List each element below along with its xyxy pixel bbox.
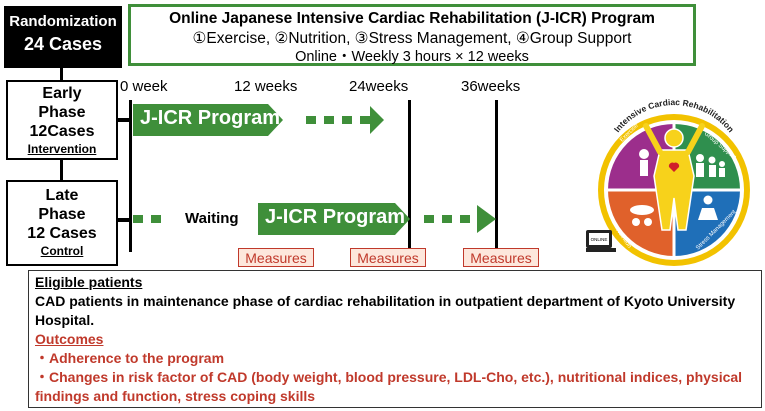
late-phase-line2: Phase [38, 206, 86, 223]
program-title: Online Japanese Intensive Cardiac Rehabi… [169, 10, 655, 27]
family-icon [696, 154, 725, 177]
early-dash [342, 116, 352, 124]
early-tick [118, 118, 132, 122]
late-program-arrow [258, 203, 410, 235]
week-label: 36weeks [461, 78, 521, 95]
late-tick [118, 218, 132, 222]
eligibility-outcomes-box: Eligible patients CAD patients in mainte… [28, 270, 762, 408]
waiting-label: Waiting [185, 210, 239, 227]
week-label: 12 weeks [234, 78, 298, 95]
late-program-label: J-ICR Program [265, 206, 406, 228]
late-dash [460, 215, 470, 223]
outcome-item: ・Adherence to the program [35, 350, 225, 366]
timeline-line-24 [408, 100, 411, 252]
early-phase-line2: Phase [38, 104, 86, 121]
late-dash [442, 215, 452, 223]
early-dash [360, 116, 370, 124]
late-dash [424, 215, 434, 223]
figure-body [653, 149, 695, 231]
food-icon [630, 205, 654, 226]
stress-segment [674, 190, 740, 256]
week-label: 0 week [120, 78, 168, 95]
outcomes-heading: Outcomes [35, 331, 104, 347]
late-wait-dash [151, 215, 161, 223]
connector-line [60, 160, 63, 180]
late-phase-box: Late Phase 12 Cases Control [6, 180, 118, 266]
early-phase-group: Intervention [27, 142, 97, 156]
late-dash-head [477, 205, 496, 233]
early-program-label: J-ICR Program [140, 107, 281, 129]
measures-badge: Measures [463, 248, 539, 267]
program-components: ①Exercise, ②Nutrition, ③Stress Managemen… [192, 30, 632, 47]
laptop-label: ONLINE [591, 237, 608, 242]
eligible-text: CAD patients in maintenance phase of car… [35, 293, 736, 328]
early-dash [324, 116, 334, 124]
exercise-icon [639, 149, 649, 159]
timeline-line-0 [129, 100, 132, 252]
icr-wheel-graphic: Intensive Cardiac Rehabilitation Exercis… [586, 97, 750, 266]
timeline-line-36 [495, 100, 498, 252]
early-dash [306, 116, 316, 124]
measures-badge: Measures [238, 248, 314, 267]
late-wait-dash [133, 215, 143, 223]
late-phase-cases: 12 Cases [27, 225, 97, 242]
early-phase-box: Early Phase 12Cases Intervention [6, 80, 118, 160]
week-label: 24weeks [349, 78, 409, 95]
late-phase-line1: Late [45, 187, 79, 204]
heart-icon [668, 162, 680, 172]
meditation-icon [698, 195, 718, 220]
nutrition-segment [608, 190, 674, 256]
laptop-icon: ONLINE [586, 230, 616, 252]
measures-badge: Measures [350, 248, 426, 267]
randomization-box: Randomization 24 Cases [4, 6, 122, 68]
program-schedule: Online・Weekly 3 hours × 12 weeks [295, 49, 529, 65]
outcome-item: ・Changes in risk factor of CAD (body wei… [35, 369, 743, 404]
timeline-arrows [133, 104, 496, 235]
randomization-label: Randomization [9, 13, 117, 30]
early-dash-head [370, 106, 384, 134]
late-phase-group: Control [40, 244, 84, 258]
early-program-arrow [133, 104, 283, 136]
early-phase-cases: 12Cases [29, 123, 95, 140]
connector-line [60, 68, 63, 82]
eligible-heading: Eligible patients [35, 274, 143, 290]
early-phase-line1: Early [42, 85, 82, 102]
randomization-cases: 24 Cases [23, 34, 103, 54]
figure-arms [643, 123, 705, 155]
program-title-box: Online Japanese Intensive Cardiac Rehabi… [128, 4, 696, 66]
figure-head [664, 128, 684, 148]
